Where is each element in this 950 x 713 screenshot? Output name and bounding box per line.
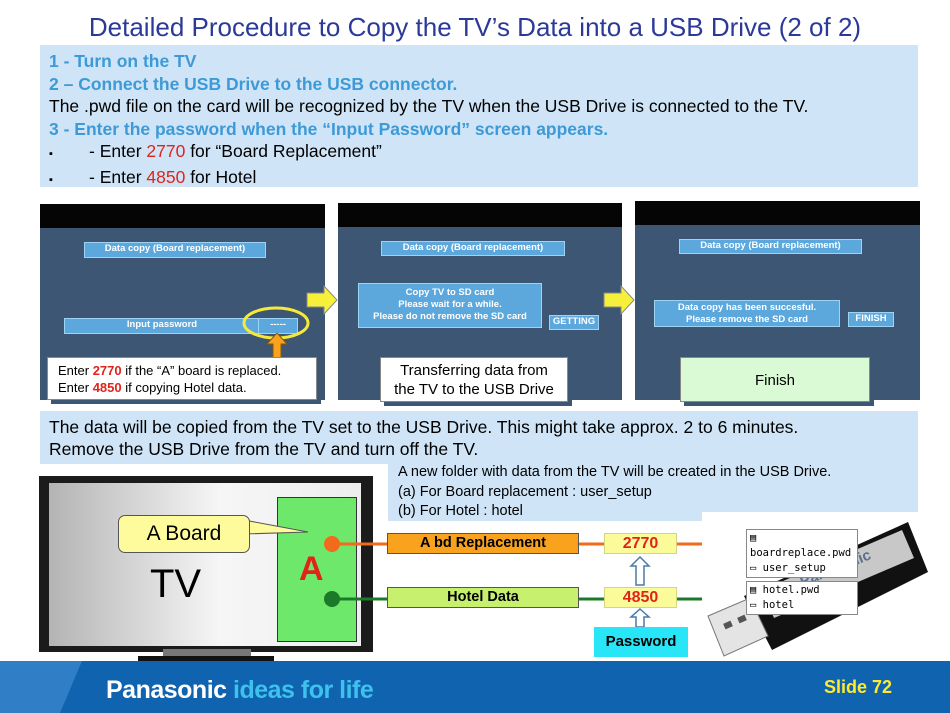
bullet-hotel: ▪ - Enter 4850 for Hotel — [49, 166, 909, 192]
screen-message: Copy TV to SD card Please wait for a whi… — [358, 283, 542, 328]
a-board-callout: A Board — [118, 515, 250, 553]
code-2770-box: 2770 — [604, 533, 677, 554]
password-field[interactable]: ----- — [258, 318, 298, 334]
screen-header: Data copy (Board replacement) — [381, 241, 565, 256]
right-arrow-icon — [306, 285, 338, 315]
file-list-hotel: ▤ hotel.pwd ▭ hotel — [746, 581, 858, 615]
info-panel: The data will be copied from the TV set … — [40, 411, 918, 464]
caption-finish: Finish — [680, 357, 870, 402]
screen-top-bar — [338, 203, 622, 227]
slide-number: Slide 72 — [824, 677, 893, 697]
up-arrow-icon — [629, 556, 651, 586]
bullet-text: - Enter 2770 for “Board Replacement” — [89, 141, 382, 161]
screen-header: Data copy (Board replacement) — [84, 242, 266, 258]
bullet-marker: ▪ — [49, 173, 53, 186]
a-bd-replacement-label: A bd Replacement — [387, 533, 579, 554]
footer-bar — [0, 661, 950, 713]
step-2: 2 – Connect the USB Drive to the USB con… — [49, 73, 458, 94]
hotel-data-label: Hotel Data — [387, 587, 579, 608]
folder-note: A new folder with data from the TV will … — [388, 463, 918, 521]
code-2770: 2770 — [146, 141, 186, 161]
up-arrow-icon — [629, 608, 651, 628]
a-board-letter: A — [299, 550, 324, 588]
caption-transferring: Transferring data from the TV to the USB… — [380, 357, 568, 402]
screen-header: Data copy (Board replacement) — [679, 239, 862, 254]
bullet-board: ▪ - Enter 2770 for “Board Replacement” — [49, 140, 909, 166]
step-1: 1 - Turn on the TV — [49, 51, 197, 71]
steps-panel: 1 - Turn on the TV 2 – Connect the USB D… — [40, 45, 918, 187]
file-list-board: ▤ boardreplace.pwd ▭ user_setup — [746, 529, 858, 578]
a-board — [277, 497, 357, 642]
step-note: The .pwd file on the card will be recogn… — [49, 96, 809, 116]
input-password-label: Input password — [64, 318, 260, 334]
password-label: Password — [594, 627, 688, 657]
footer-brand: Panasonic ideas for life — [106, 676, 374, 704]
tv-neck — [163, 649, 251, 657]
caption-password: Enter 2770 if the “A” board is replaced.… — [47, 357, 317, 400]
step-3: 3 - Enter the password when the “Input P… — [49, 118, 609, 139]
status-getting: GETTING — [549, 315, 599, 330]
screen-transferring: Data copy (Board replacement) Copy TV to… — [338, 203, 622, 400]
code-4850: 4850 — [146, 166, 186, 187]
screen-top-bar — [635, 201, 920, 225]
callout-pointer — [244, 519, 309, 535]
bullet-text: - Enter 4850 for Hotel — [89, 166, 257, 187]
bullet-marker: ▪ — [49, 148, 53, 160]
footer-accent — [0, 661, 82, 713]
screen-top-bar — [40, 204, 325, 228]
right-arrow-icon — [603, 285, 635, 315]
slide-title: Detailed Procedure to Copy the TV’s Data… — [88, 12, 862, 42]
usb-drive-panel: Panasonic ▤ boardreplace.pwd ▭ user_setu… — [702, 512, 930, 670]
code-4850-box: 4850 — [604, 587, 677, 608]
tv-label: TV — [150, 562, 202, 606]
status-finish: FINISH — [848, 312, 894, 327]
screen-message: Data copy has been succesful. Please rem… — [654, 300, 840, 327]
